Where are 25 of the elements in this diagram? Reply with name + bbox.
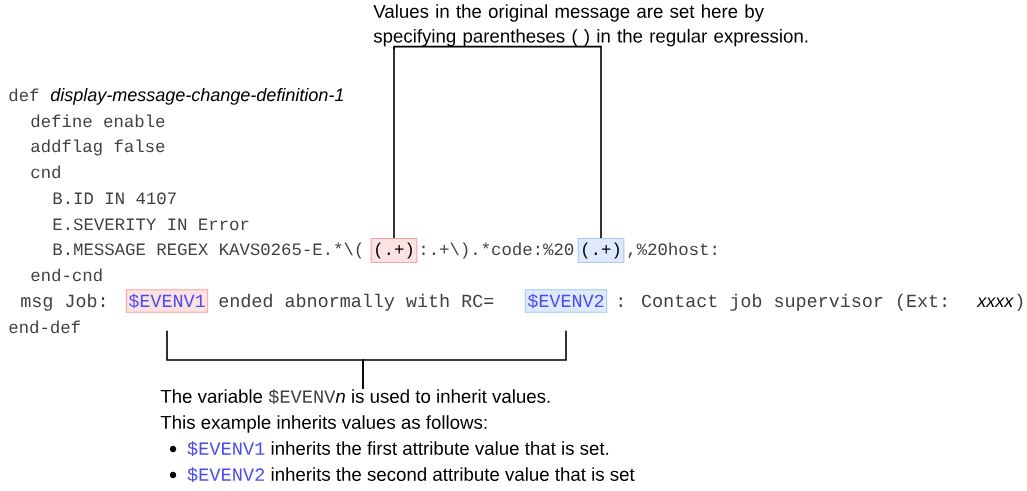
leader-line: [362, 330, 567, 390]
code-text: ): [1017, 293, 1023, 311]
code-text: ended abnormally with RC=: [219, 293, 494, 311]
code-text: :.+\).*code:%20: [422, 242, 574, 259]
code-text: def: [9, 88, 39, 102]
code-text: B.ID IN 4107: [53, 192, 176, 205]
highlight-box: $EVENV1: [125, 289, 209, 313]
code-text: msg Job:: [21, 293, 105, 311]
code-text: ,%20host:: [628, 242, 716, 259]
code-text: : Contact job supervisor (Ext:: [619, 293, 946, 311]
code-text: cnd: [31, 165, 60, 179]
highlight-box: (.+): [370, 237, 418, 264]
code-text: display-message-change-definition-1: [50, 87, 343, 105]
code-text: B.MESSAGE REGEX KAVS0265-E.*\(: [53, 242, 362, 259]
code-text: addflag false: [31, 139, 165, 156]
code-text: define enable: [31, 114, 165, 128]
code-text: end-def: [9, 320, 80, 334]
code-text: end-cnd: [31, 268, 102, 282]
highlight-box: $EVENV2: [524, 289, 608, 313]
leader-line: [393, 45, 602, 239]
callout-text: The variable $EVENVn is used to inherit values. This example inherits values as follows: $EVENV1 inherits the first attribute value that is set. $EVENV2 inherits the second attribute value that is set: [160, 389, 635, 483]
highlight-box: (.+): [577, 237, 625, 264]
callout-text: Values in the original message are set here by specifying parentheses ( ) in the regular expression.: [373, 4, 808, 47]
code-text: E.SEVERITY IN Error: [53, 218, 249, 231]
code-text: xxxx: [976, 297, 1014, 307]
